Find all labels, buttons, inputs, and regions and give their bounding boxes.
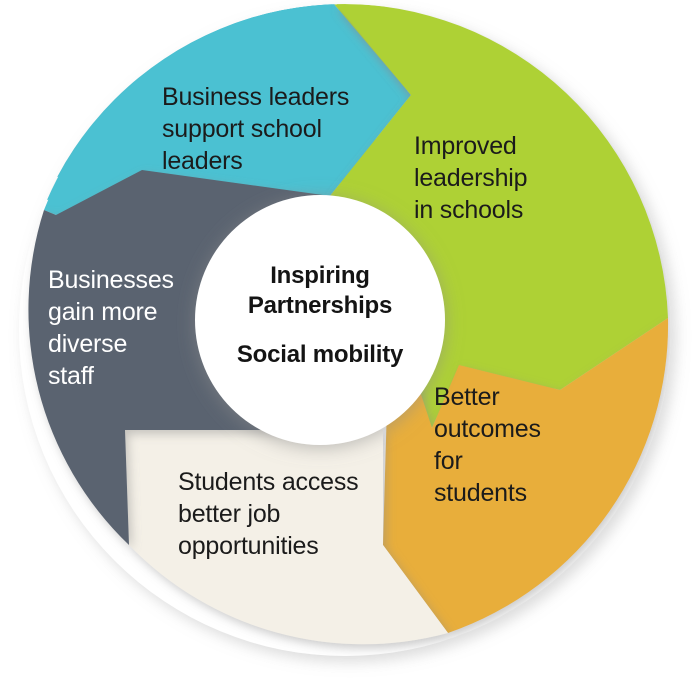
green-line-1: Improved <box>414 132 517 160</box>
gray-line-1: Businesses <box>48 266 174 294</box>
teal-line-1: Business leaders <box>162 83 349 111</box>
segment-label-businesses-gain-more-diverse-staff: Businesses gain more diverse staff <box>48 266 174 390</box>
segment-label-students-access-better-job-opportunities: Students access better job opportunities <box>178 468 359 560</box>
center-hub <box>195 195 445 445</box>
gray-line-2: gain more <box>48 298 157 326</box>
center-hub-label: Inspiring Partnerships Social mobility <box>237 262 404 368</box>
segment-students-access-better-job-opportunities-shape[interactable] <box>125 430 448 645</box>
gray-line-3: diverse <box>48 330 127 358</box>
segment-teal-main[interactable] <box>44 4 411 215</box>
gray-line-4: staff <box>48 362 94 390</box>
teal-line-3: leaders <box>162 147 243 175</box>
teal-line-2: support school <box>162 115 322 143</box>
center-line-2: Partnerships <box>248 292 392 319</box>
green-line-3: in schools <box>414 196 523 224</box>
cream-line-1: Students access <box>178 468 358 496</box>
segment-label-improved-leadership-in-schools: Improved leadership in schools <box>414 132 528 224</box>
orange-line-2: outcomes <box>434 415 541 443</box>
orange-line-3: for <box>434 447 463 475</box>
green-line-2: leadership <box>414 164 527 192</box>
orange-line-1: Better <box>434 383 500 411</box>
segment-label-business-leaders-support-school-leaders: Business leaders support school leaders <box>162 83 349 175</box>
segment-label-better-outcomes-for-students: Better outcomes for students <box>434 383 541 507</box>
center-line-1: Inspiring <box>270 262 370 289</box>
orange-line-4: students <box>434 479 527 507</box>
segment-better-outcomes-for-students-shape[interactable] <box>383 300 669 633</box>
center-line-3: Social mobility <box>237 341 404 368</box>
cream-line-2: better job <box>178 500 280 528</box>
cream-line-3: opportunities <box>178 532 319 560</box>
